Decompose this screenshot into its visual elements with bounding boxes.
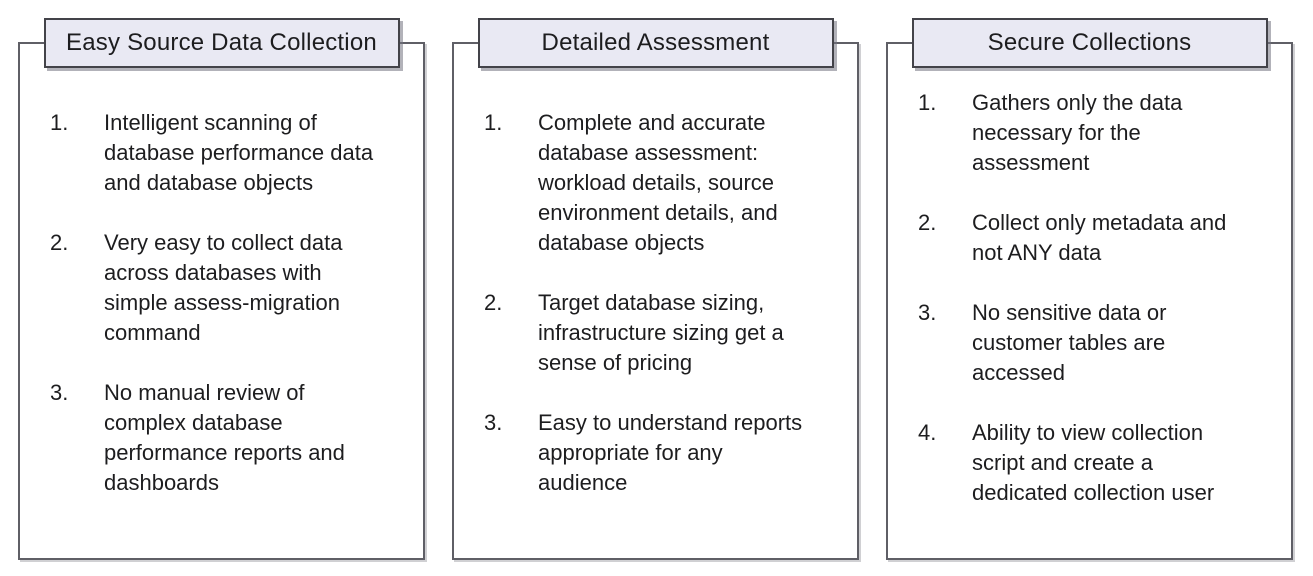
list-item: 3. No manual review of complex database … — [50, 378, 409, 498]
panel-title: Detailed Assessment — [541, 29, 770, 56]
panel-easy-source-data-collection: Easy Source Data Collection 1. Intellige… — [18, 18, 425, 560]
list-item: 1. Complete and accurate database assess… — [484, 108, 843, 258]
list-item-number: 4. — [918, 420, 937, 445]
feature-list: 1. Intelligent scanning of database perf… — [20, 44, 423, 498]
feature-list: 1. Complete and accurate database assess… — [454, 44, 857, 498]
list-item: 3. Easy to understand reports appropriat… — [484, 408, 843, 498]
panel-title: Secure Collections — [987, 29, 1192, 56]
feature-list: 1. Gathers only the data necessary for t… — [888, 44, 1291, 508]
list-item-text: Target database sizing, infrastructure s… — [538, 290, 784, 375]
list-item-number: 3. — [484, 410, 503, 435]
list-item: 4. Ability to view collection script and… — [918, 418, 1277, 508]
tab-easy-source-data-collection: Easy Source Data Collection — [43, 18, 400, 68]
list-item-number: 3. — [50, 380, 69, 405]
tab-detailed-assessment: Detailed Assessment — [477, 18, 834, 68]
list-item-text: Gathers only the data necessary for the … — [972, 90, 1183, 175]
list-item-number: 1. — [484, 110, 503, 135]
tab-secure-collections: Secure Collections — [911, 18, 1268, 68]
list-item-text: Collect only metadata and not ANY data — [972, 210, 1227, 265]
panel-title: Easy Source Data Collection — [66, 29, 377, 56]
panel-secure-collections: Secure Collections 1. Gathers only the d… — [886, 18, 1293, 560]
list-item-text: Easy to understand reports appropriate f… — [538, 410, 803, 495]
list-item: 2. Target database sizing, infrastructur… — [484, 288, 843, 378]
list-item-text: Ability to view collection script and cr… — [972, 420, 1215, 505]
list-item-number: 3. — [918, 300, 937, 325]
list-item-text: Complete and accurate database assessmen… — [538, 110, 778, 255]
list-item-text: Very easy to collect data across databas… — [104, 230, 343, 345]
list-item: 2. Very easy to collect data across data… — [50, 228, 409, 348]
list-item: 2. Collect only metadata and not ANY dat… — [918, 208, 1277, 268]
list-item: 3. No sensitive data or customer tables … — [918, 298, 1277, 388]
list-item-number: 2. — [918, 210, 937, 235]
list-item-text: No manual review of complex database per… — [104, 380, 345, 495]
list-item-number: 2. — [50, 230, 69, 255]
list-item: 1. Gathers only the data necessary for t… — [918, 88, 1277, 178]
list-item-text: Intelligent scanning of database perform… — [104, 110, 374, 195]
list-item-text: No sensitive data or customer tables are… — [972, 300, 1167, 385]
panel-detailed-assessment: Detailed Assessment 1. Complete and accu… — [452, 18, 859, 560]
list-item: 1. Intelligent scanning of database perf… — [50, 108, 409, 198]
list-item-number: 1. — [918, 90, 937, 115]
list-item-number: 1. — [50, 110, 69, 135]
list-item-number: 2. — [484, 290, 503, 315]
